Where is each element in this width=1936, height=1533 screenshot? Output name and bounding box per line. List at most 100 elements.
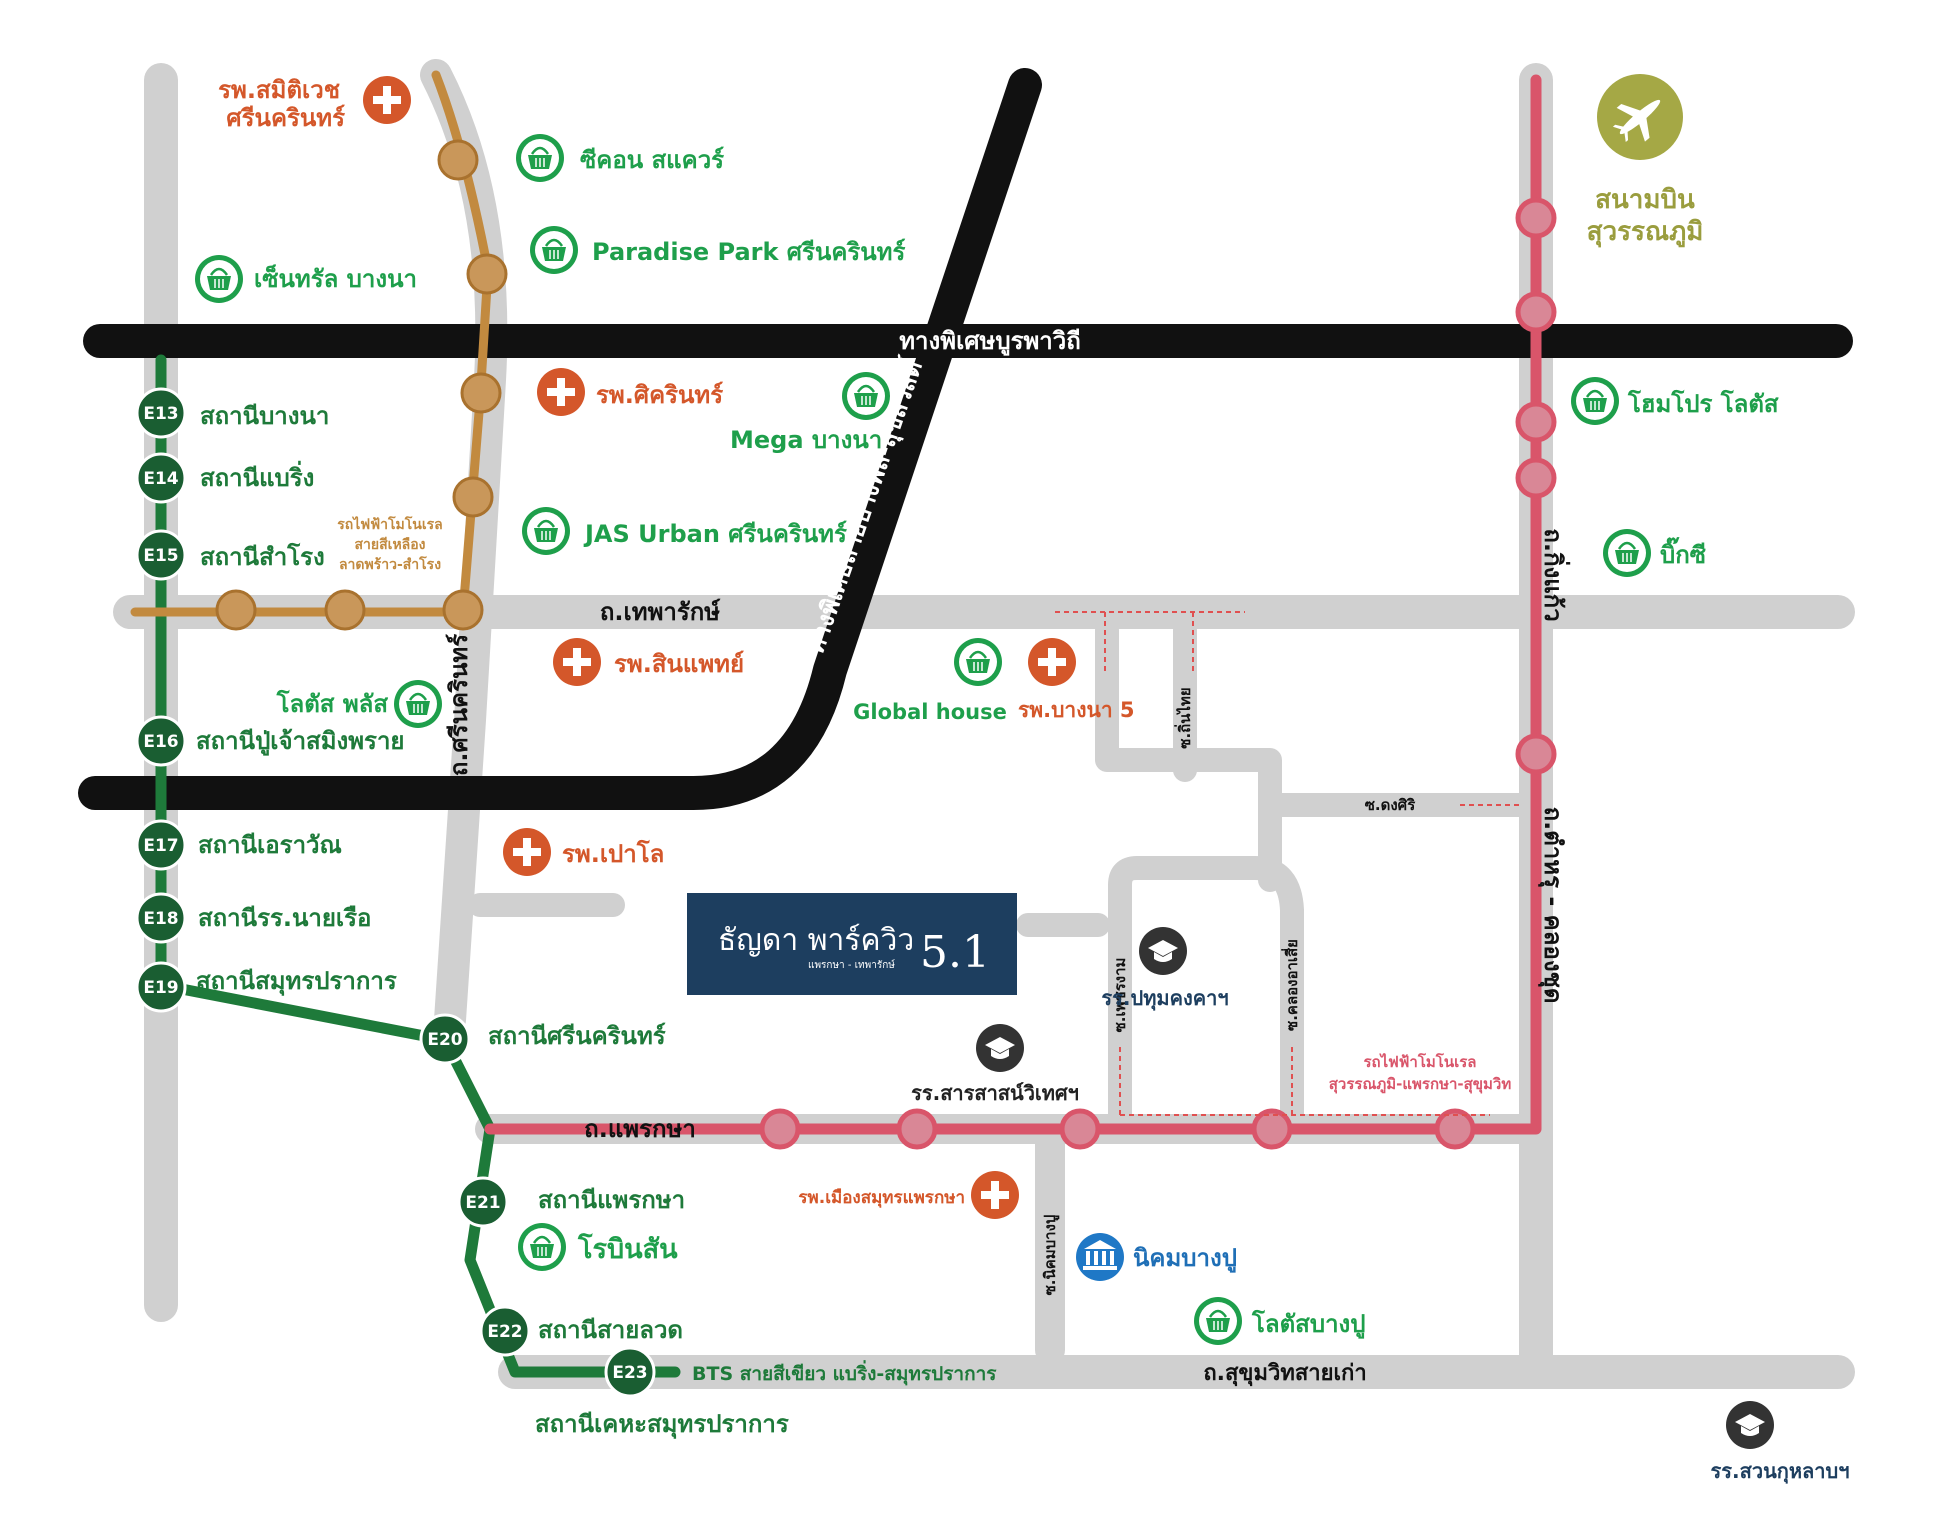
yellow-station: [437, 139, 479, 181]
station-e16: E16: [135, 715, 187, 767]
road-label-kingkaew: ถ.กิ่งแก้ว: [1539, 528, 1571, 621]
project-number: 5.1: [920, 927, 990, 978]
green-line-label: BTS สายสีเขียว แบริ่ง-สมุทรปราการ: [692, 1360, 997, 1386]
yellow-station: [324, 589, 366, 631]
svg-text:E14: E14: [143, 469, 178, 489]
industrial-estate: นิคมบางปู: [1076, 1233, 1237, 1281]
project-marker[interactable]: ธัญดา พาร์ควิว แพรกษา - เทพารักษ์ 5.1: [687, 893, 1017, 995]
yellow-line-stations: [215, 139, 508, 631]
road-soi-thintai-connector: [1095, 618, 1282, 892]
pink-line-stations: [759, 197, 1557, 1150]
svg-text:E13: E13: [143, 404, 178, 424]
station-name: สถานีเอราวัณ: [198, 831, 342, 859]
shops: ซีคอน สแควร์ Paradise Park ศรีนครินทร์ เ…: [193, 132, 1779, 1347]
basket-icon: [392, 678, 444, 730]
project-box: [687, 893, 1017, 995]
basket-icon: [514, 132, 566, 184]
yellow-line-label: รถไฟฟ้าโมโนเรล สายสีเหลือง ลาดพร้าว-สำโร…: [337, 515, 442, 573]
station-e19: E19: [135, 961, 187, 1013]
hospitals: รพ.สมิติเวช ศรีนครินทร์ รพ.ศิครินทร์ รพ.…: [218, 76, 1135, 1219]
nikhom-label: นิคมบางปู: [1133, 1244, 1237, 1273]
airplane-icon: [1597, 74, 1683, 160]
basket-icon: [952, 636, 1004, 688]
plus-icon: [363, 76, 411, 124]
shop-homepro: โฮมโปร โลตัส: [1627, 389, 1779, 418]
station-name: สถานีสายลวด: [538, 1316, 683, 1344]
station-e14: E14: [135, 452, 187, 504]
yellow-station: [215, 589, 257, 631]
shop-bigc: บิ๊กซี: [1660, 536, 1706, 569]
soi-label-thintai: ซ.ถิ่นไทย: [1174, 687, 1194, 748]
svg-text:สายสีเหลือง: สายสีเหลือง: [355, 537, 426, 553]
plus-icon: [553, 638, 601, 686]
hospital-sinphat: รพ.สินแพทย์: [614, 650, 744, 678]
svg-text:รถไฟฟ้าโมโนเรล: รถไฟฟ้าโมโนเรล: [337, 515, 442, 533]
station-e23: E23: [604, 1346, 656, 1398]
hospital-samitivej: ศรีนครินทร์: [226, 104, 345, 132]
plus-icon: [1028, 638, 1076, 686]
school-suankularb: รร.สวนกุหลาบฯ: [1711, 1459, 1850, 1484]
project-subtitle: แพรกษา - เทพารักษ์: [808, 959, 895, 971]
graduation-cap-icon: [1139, 927, 1187, 975]
pink-station: [1251, 1108, 1293, 1150]
station-e22: E22: [479, 1305, 531, 1357]
building-icon: [1076, 1233, 1124, 1281]
graduation-cap-icon: [976, 1024, 1024, 1072]
soi-label-dongsiri: ซ.ดงศิริ: [1365, 796, 1416, 814]
station-e13: E13: [135, 387, 187, 439]
station-e20: E20: [419, 1013, 471, 1065]
pink-line-label: รถไฟฟ้าโมโนเรล สุวรรณภูมิ-แพรกษา-สุขุมวิ…: [1329, 1052, 1512, 1094]
svg-text:E17: E17: [143, 836, 178, 856]
pink-station: [1515, 457, 1557, 499]
basket-icon: [528, 224, 580, 276]
pink-station: [1515, 291, 1557, 333]
svg-text:E18: E18: [143, 909, 178, 929]
plus-icon: [503, 828, 551, 876]
pink-station: [759, 1108, 801, 1150]
yellow-station: [442, 589, 484, 631]
shop-lotus-plus: โลตัส พลัส: [276, 689, 389, 718]
road-label-theparak: ถ.เทพารักษ์: [600, 598, 721, 626]
plus-icon: [971, 1171, 1019, 1219]
road-label-tamru: ถ.ตำหรุ - คลองชุด: [1537, 807, 1567, 1004]
svg-text:รถไฟฟ้าโมโนเรล: รถไฟฟ้าโมโนเรล: [1364, 1052, 1477, 1071]
station-name: สถานีสำโรง: [200, 542, 325, 571]
station-name: สถานีแพรกษา: [538, 1186, 685, 1214]
expressways: [78, 68, 1853, 811]
shop-paradise: Paradise Park ศรีนครินทร์: [592, 238, 905, 266]
airport-label: สนามบิน: [1595, 185, 1695, 215]
pink-station: [896, 1108, 938, 1150]
yellow-station: [460, 372, 502, 414]
basket-icon: [520, 505, 572, 557]
shop-mega: Mega บางนา: [730, 426, 882, 454]
shop-jas: JAS Urban ศรีนครินทร์: [583, 520, 847, 548]
svg-text:E23: E23: [612, 1363, 647, 1383]
plus-icon: [537, 368, 585, 416]
station-e21: E21: [457, 1176, 509, 1228]
hospital-paolo: รพ.เปาโล: [562, 839, 664, 868]
station-name: สถานีบางนา: [200, 402, 329, 430]
road-label-burapha: ทางพิเศษบูรพาวิถี: [899, 327, 1081, 356]
basket-icon: [193, 253, 245, 305]
station-name: สถานีสมุทรปราการ: [196, 967, 397, 997]
graduation-cap-icon: [1726, 1401, 1774, 1449]
basket-icon: [1192, 1295, 1244, 1347]
pink-station: [1059, 1108, 1101, 1150]
svg-text:E19: E19: [143, 978, 178, 998]
yellow-station: [466, 253, 508, 295]
road-soi-phetcharam: [1108, 856, 1304, 1127]
station-name: สถานีปู่เจ้าสมิงพราย: [196, 727, 404, 756]
svg-text:E22: E22: [487, 1322, 522, 1342]
svg-text:สุวรรณภูมิ-แพรกษา-สุขุมวิท: สุวรรณภูมิ-แพรกษา-สุขุมวิท: [1329, 1075, 1512, 1094]
station-e17: E17: [135, 819, 187, 871]
svg-text:E16: E16: [143, 732, 178, 752]
hospital-muang: รพ.เมืองสมุทรแพรกษา: [798, 1187, 965, 1208]
station-name: สถานีรร.นายเรือ: [198, 904, 371, 932]
basket-icon: [516, 1221, 568, 1273]
soi-label-phetcharam: ซ.เพชรงาม: [1111, 958, 1129, 1033]
svg-text:ลาดพร้าว-สำโรง: ลาดพร้าว-สำโรง: [339, 555, 441, 573]
svg-text:E21: E21: [465, 1193, 500, 1213]
pink-station: [1515, 197, 1557, 239]
station-name: สถานีศรีนครินทร์: [488, 1022, 666, 1050]
basket-icon: [1601, 527, 1653, 579]
